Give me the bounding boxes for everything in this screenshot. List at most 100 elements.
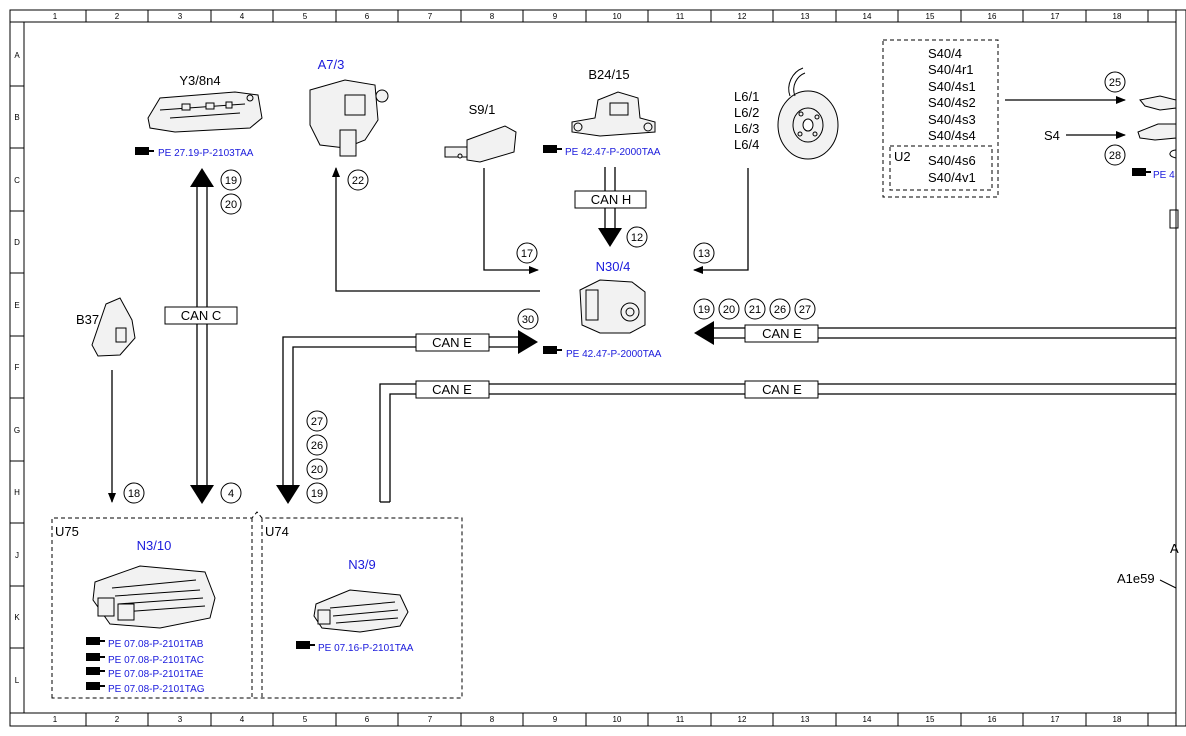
valve-body-component — [147, 91, 263, 133]
col-label: 14 — [863, 715, 872, 724]
col-label: 18 — [1113, 715, 1122, 724]
u2-group-box — [889, 145, 993, 191]
row-label: L — [15, 676, 20, 685]
marker-number: 19 — [311, 488, 323, 500]
col-label: 5 — [303, 12, 308, 21]
col-label: 8 — [490, 715, 495, 724]
l6-label-1: L6/1 — [734, 89, 759, 104]
marker-number: 21 — [749, 304, 761, 316]
can-e-label-box — [415, 333, 490, 352]
l6-label-3: L6/3 — [734, 121, 759, 136]
pedal-sensor-component — [91, 297, 136, 357]
signal-line-s9 — [483, 168, 539, 274]
can-c-label: CAN C — [181, 308, 221, 323]
pointing-hand-icon — [86, 637, 105, 645]
l6-label-2: L6/2 — [734, 105, 759, 120]
u75-ref-link[interactable]: PE 07.08-P-2101TAC — [108, 655, 204, 666]
s40-label: S40/4r1 — [928, 62, 974, 77]
marker-number: 28 — [1109, 150, 1121, 162]
s40-label: S40/4s4 — [928, 128, 976, 143]
col-label: 14 — [863, 12, 872, 21]
col-label: 18 — [1113, 12, 1122, 21]
col-label: 4 — [240, 12, 245, 21]
a1-label: A1e59 — [1117, 571, 1155, 586]
n3-9-label: N3/9 — [348, 557, 375, 572]
y3-ref-link[interactable]: PE 27.19-P-2103TAA — [158, 148, 254, 159]
grid-row-labels: A B C D E F G H J K L — [14, 51, 20, 685]
u75-ref-link[interactable]: PE 07.08-P-2101TAG — [108, 684, 205, 695]
col-label: 9 — [553, 715, 558, 724]
col-label: 8 — [490, 12, 495, 21]
u75-ref-link[interactable]: PE 07.08-P-2101TAB — [108, 639, 204, 650]
marker-number: 12 — [631, 232, 643, 244]
u75-ref-link[interactable]: PE 07.08-P-2101TAE — [108, 669, 204, 680]
grid-row-ticks — [10, 85, 24, 649]
can-e-label: CAN E — [762, 326, 802, 341]
col-label: 15 — [926, 715, 935, 724]
col-label: 12 — [738, 715, 747, 724]
hydraulic-unit-component — [309, 79, 389, 157]
marker-number: 19 — [698, 304, 710, 316]
can-c-label-box — [164, 306, 238, 325]
col-label: 17 — [1051, 715, 1060, 724]
pointing-hand-icon — [296, 641, 315, 649]
n30-label: N30/4 — [596, 259, 631, 274]
col-label: 13 — [801, 12, 810, 21]
n3-10-label: N3/10 — [137, 538, 172, 553]
col-label: 16 — [988, 12, 997, 21]
s4-ref-link[interactable]: PE 4 — [1153, 170, 1175, 181]
brake-disc-component — [777, 67, 839, 160]
col-label: 6 — [365, 715, 370, 724]
marker-number: 18 — [128, 488, 140, 500]
grid-column-labels-top: 1 2 3 4 5 6 7 8 9 10 11 12 13 14 15 16 1… — [53, 12, 1122, 21]
col-label: 9 — [553, 12, 558, 21]
pointing-hand-icon — [86, 682, 105, 690]
pointing-hand-icon — [86, 667, 105, 675]
bus-arrow-up — [190, 168, 214, 187]
bus-arrow-down — [276, 485, 300, 504]
row-label: K — [14, 613, 20, 622]
can-h-label-box — [574, 190, 647, 209]
marker-number: 25 — [1109, 77, 1121, 89]
b24-ref-link[interactable]: PE 42.47-P-2000TAA — [565, 147, 661, 158]
grid-column-ticks — [85, 10, 1149, 726]
col-label: 10 — [613, 12, 622, 21]
marker-number: 17 — [521, 248, 533, 260]
can-e-label: CAN E — [762, 382, 802, 397]
marker-number: 26 — [774, 304, 786, 316]
row-label: E — [14, 301, 19, 310]
bus-arrow-down — [598, 228, 622, 247]
col-label: 3 — [178, 715, 183, 724]
u74-ref-link[interactable]: PE 07.16-P-2101TAA — [318, 643, 414, 654]
signal-line-a7 — [332, 167, 540, 292]
sensor-bracket-component — [571, 91, 656, 137]
esp-control-unit-component — [579, 279, 646, 334]
u2-label: U2 — [894, 149, 911, 164]
col-label: 13 — [801, 715, 810, 724]
s40-label: S40/4s1 — [928, 79, 976, 94]
can-e-bus-line-lower — [379, 383, 1176, 503]
row-label: B — [14, 113, 19, 122]
marker-number: 26 — [311, 440, 323, 452]
col-label: 11 — [676, 12, 685, 21]
col-label: 2 — [115, 12, 120, 21]
y3-label: Y3/8n4 — [179, 73, 220, 88]
col-label: 16 — [988, 715, 997, 724]
s40-group-box — [882, 39, 999, 198]
marker-numbers: 19 20 22 12 17 13 25 28 30 19 20 21 26 2… — [128, 77, 1121, 500]
marker-number: 22 — [352, 175, 364, 187]
l6-label-4: L6/4 — [734, 137, 759, 152]
col-label: 2 — [115, 715, 120, 724]
marker-number: 27 — [311, 416, 323, 428]
col-label: 1 — [53, 12, 58, 21]
col-label: 5 — [303, 715, 308, 724]
marker-number: 27 — [799, 304, 811, 316]
s4-label: S4 — [1044, 128, 1060, 143]
grid-column-labels-bottom: 1 2 3 4 5 6 7 8 9 10 11 12 13 14 15 16 1… — [53, 715, 1122, 724]
s40-labels: S40/4 S40/4r1 S40/4s1 S40/4s2 S40/4s3 S4… — [894, 46, 976, 185]
n30-ref-link[interactable]: PE 42.47-P-2000TAA — [566, 349, 662, 360]
can-e-label-box — [744, 380, 819, 399]
col-label: 10 — [613, 715, 622, 724]
col-label: 11 — [676, 715, 685, 724]
